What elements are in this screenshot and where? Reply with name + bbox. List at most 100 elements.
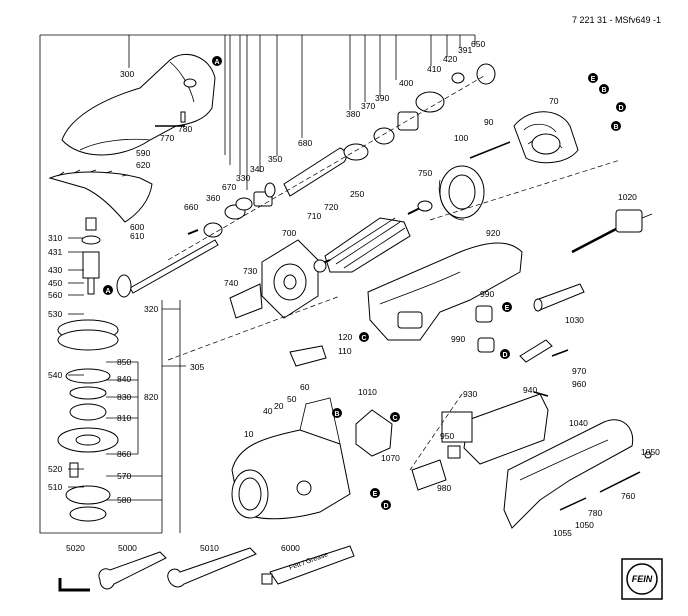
part-label: 100 [454, 133, 468, 143]
part-label: 780 [178, 124, 192, 134]
fein-logo: FEIN [621, 558, 663, 600]
part-label: 600 [130, 222, 144, 232]
part-label: 560 [48, 290, 62, 300]
part-label: 310 [48, 233, 62, 243]
marker-d-label: D [502, 352, 507, 359]
rear-screws [533, 349, 652, 511]
marker-b-3: B [332, 408, 342, 418]
marker-c-2: C [390, 412, 400, 422]
part-label: 510 [48, 482, 62, 492]
part-label: 670 [222, 182, 236, 192]
marker-b-label: B [334, 411, 339, 418]
marker-a-2: A [103, 285, 113, 295]
part-label: 540 [48, 370, 62, 380]
wheel-guard [48, 169, 153, 223]
part-label: 520 [48, 464, 62, 474]
marker-d-2: D [500, 349, 510, 359]
part-label: 50 [287, 394, 297, 404]
part-label: 770 [160, 133, 174, 143]
part-label: 960 [572, 379, 586, 389]
part-label: 60 [300, 382, 310, 392]
part-label: 70 [549, 96, 559, 106]
marker-a-label: A [105, 288, 110, 295]
part-label: 780 [588, 508, 602, 518]
part-label: 760 [621, 491, 635, 501]
part-label: 360 [206, 193, 220, 203]
marker-b-label: B [601, 87, 606, 94]
part-label: 420 [443, 54, 457, 64]
drive-shaft [116, 229, 219, 298]
marker-e-2: E [502, 302, 512, 312]
switch-parts [475, 305, 553, 363]
part-label: 730 [243, 266, 257, 276]
part-label: 940 [523, 385, 537, 395]
screw-770 [155, 111, 186, 127]
marker-d-label: D [618, 105, 623, 112]
part-label: 380 [346, 109, 360, 119]
marker-e-label: E [591, 76, 596, 83]
part-label: 700 [282, 228, 296, 238]
gearhead-group-frame [39, 34, 475, 534]
part-label: 350 [268, 154, 282, 164]
part-label: 40 [263, 406, 273, 416]
part-label: 320 [144, 304, 158, 314]
part-label: 10 [244, 429, 254, 439]
stator [469, 111, 579, 164]
marker-a-1: A [212, 56, 222, 66]
assembly-dash-lines [167, 75, 621, 471]
spindle-stack [57, 217, 119, 522]
fein-logo-text: FEIN [632, 574, 653, 584]
part-label: 330 [236, 173, 250, 183]
cable-sleeve [533, 283, 585, 312]
marker-c-1: C [359, 332, 369, 342]
handle-housing [367, 242, 523, 341]
part-label: 740 [224, 278, 238, 288]
part-label: 1055 [553, 528, 572, 538]
part-label: 920 [486, 228, 500, 238]
part-label: 370 [361, 101, 375, 111]
rear-handle [503, 419, 634, 529]
marker-c-label: C [392, 415, 397, 422]
field-housing [438, 165, 485, 221]
part-label: 120 [338, 332, 352, 342]
marker-e-label: E [505, 305, 510, 312]
motor-housing [231, 345, 351, 520]
part-label: 1050 [575, 520, 594, 530]
hex-key [58, 578, 90, 592]
wrench-5010 [167, 547, 257, 588]
marker-b-2: B [611, 121, 621, 131]
part-label: 990 [451, 334, 465, 344]
marker-d-1: D [616, 102, 626, 112]
part-label: 530 [48, 309, 62, 319]
part-label: 840 [117, 374, 131, 384]
part-label: 590 [136, 148, 150, 158]
part-label: 990 [480, 289, 494, 299]
part-label: 1030 [565, 315, 584, 325]
marker-b-label: B [613, 124, 618, 131]
part-label: 1040 [569, 418, 588, 428]
part-label: 250 [350, 189, 364, 199]
gear-head-housing [61, 53, 216, 156]
part-label: 90 [484, 117, 494, 127]
part-label: 660 [184, 202, 198, 212]
leader-lines-top [128, 35, 476, 190]
part-label: 820 [144, 392, 158, 402]
part-label: 110 [338, 346, 352, 356]
part-label: 340 [250, 164, 264, 174]
part-label: 5000 [118, 543, 137, 553]
part-label: 400 [399, 78, 413, 88]
part-label: 610 [130, 231, 144, 241]
part-label: 5010 [200, 543, 219, 553]
marker-e-3: E [370, 488, 380, 498]
part-label: 970 [572, 366, 586, 376]
part-label: 710 [307, 211, 321, 221]
part-label: 391 [458, 45, 472, 55]
part-label: 750 [418, 168, 432, 178]
power-cable [571, 209, 653, 254]
part-label: 980 [437, 483, 451, 493]
part-label: 930 [463, 389, 477, 399]
marker-b-1: B [599, 84, 609, 94]
part-label: 720 [324, 202, 338, 212]
